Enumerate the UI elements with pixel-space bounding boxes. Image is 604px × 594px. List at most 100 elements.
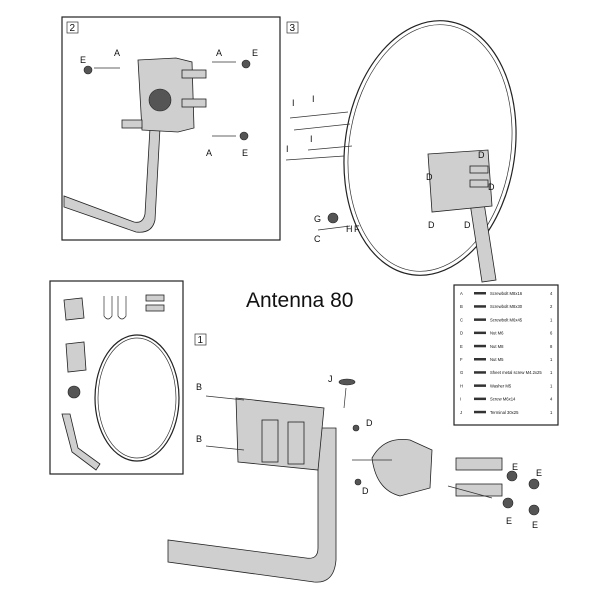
callout-d-3e: D: [464, 220, 471, 230]
callout-a-top-right: A: [216, 48, 222, 58]
parts-row-key: I: [460, 397, 461, 402]
assembly-arrow-2: [447, 485, 493, 499]
callout-h: H: [346, 224, 353, 234]
terminal-arrow: [343, 387, 347, 409]
callout-e-3: E: [506, 516, 512, 526]
callout-i-2: I: [312, 94, 315, 104]
callout-d-3c: D: [488, 182, 495, 192]
foot-plate-2: [121, 119, 143, 129]
step-2-number: 2: [70, 23, 76, 34]
parts-row-desc: Nut M8: [490, 344, 504, 349]
step-1-badge: [194, 333, 207, 346]
parts-row-key: J: [460, 410, 462, 415]
step-1-panel: 1 B B J D D E E E E: [167, 333, 542, 583]
kit-plate-2: [145, 304, 165, 312]
screw-i-4: [307, 145, 353, 151]
nut-e-2: [528, 478, 540, 490]
parts-row-desc: Screwbolt M6x45: [490, 317, 523, 322]
parts-row-icon: [474, 397, 486, 401]
clamp-plate-lower-2: [181, 98, 207, 108]
parts-row-desc: Terminal 30x25: [490, 410, 519, 415]
nut-e-3: [502, 497, 514, 509]
parts-row-qty: 8: [550, 344, 553, 349]
parts-row-icon: [474, 305, 486, 308]
kit-plate-1: [145, 294, 165, 302]
screw-c-3: [317, 225, 351, 231]
clamp-plate-3a: [469, 165, 489, 174]
nut-d-2: [354, 478, 362, 486]
parts-row-key: D: [460, 331, 463, 336]
parts-row-qty: 1: [550, 383, 553, 388]
parts-row-key: G: [460, 370, 463, 375]
nut-e-1: [506, 470, 518, 482]
parts-row-qty: 4: [550, 397, 553, 402]
callout-a-bottom: A: [206, 148, 212, 158]
parts-table-frame: [453, 284, 559, 426]
nut-e-left: [83, 65, 93, 75]
dish-reflector-3: [343, 20, 517, 276]
parts-row-icon: [474, 410, 486, 414]
parts-row-desc: Screwbolt M8x16: [490, 291, 523, 296]
callout-b-upper: B: [196, 382, 202, 392]
callout-b-lower: B: [196, 434, 202, 444]
step-3-badge: [286, 21, 299, 34]
screw-i-1: [289, 111, 349, 119]
step-3-panel: 3 I I I I D D D D D G H F C: [285, 20, 517, 283]
clamp-bracket-1: [235, 397, 325, 471]
step-1-number: 1: [198, 335, 204, 346]
callout-i-4: I: [286, 144, 289, 154]
callout-c: C: [314, 234, 321, 244]
screw-b-upper: [205, 395, 245, 401]
parts-row-desc: Washer M5: [490, 383, 512, 388]
callout-g: G: [314, 214, 321, 224]
screw-b-lower: [205, 445, 245, 451]
parts-row-qty: 4: [550, 291, 553, 296]
parts-row-icon: [474, 344, 486, 348]
clamp-plate-upper-1: [455, 457, 503, 471]
step-2-frame: [61, 16, 281, 241]
callout-a-top-left: A: [114, 48, 120, 58]
callout-i-1: I: [292, 98, 295, 108]
parts-row-desc: Screw M6x14: [490, 397, 516, 402]
parts-row-key: C: [460, 317, 463, 322]
screw-i-2: [293, 123, 351, 131]
parts-row-icon: [474, 331, 486, 335]
callout-e-top-right: E: [252, 48, 258, 58]
parts-row-qty: 1: [550, 357, 553, 362]
step-2-panel: 2 A E A E A E: [61, 16, 281, 241]
callout-d-1b: D: [362, 486, 369, 496]
pivot-assembly-1: [371, 439, 433, 497]
parts-row-icon: [474, 318, 486, 321]
step-2-badge: [66, 21, 79, 34]
bracket-3: [427, 149, 493, 213]
mounting-arm-2: [63, 127, 161, 233]
parts-row-qty: 1: [550, 410, 553, 415]
parts-row-desc: Nut M5: [490, 357, 504, 362]
parts-row-key: A: [460, 291, 463, 296]
kit-dish-inner: [97, 337, 177, 459]
parts-row-qty: 1: [550, 370, 553, 375]
nut-e-bottom: [239, 131, 249, 141]
parts-kit-panel: [49, 280, 184, 475]
parts-row-desc: Nut M6: [490, 331, 504, 336]
page-title: Antenna 80: [246, 289, 353, 312]
parts-row-key: B: [460, 304, 463, 309]
callout-d-3b: D: [426, 172, 433, 182]
parts-row-key: F: [460, 357, 463, 362]
clamp-plate-3b: [469, 179, 489, 188]
callout-f: F: [354, 224, 360, 234]
bracket-plate-right: [287, 421, 305, 465]
clamp-plate-lower-1: [455, 483, 503, 497]
parts-row-icon: [474, 358, 486, 361]
step-3-number: 3: [290, 23, 296, 34]
callout-e-bottom: E: [242, 148, 248, 158]
kit-clamp: [63, 297, 85, 321]
kit-bracket: [65, 341, 87, 373]
callout-e-4: E: [532, 520, 538, 530]
callout-e-top-left: E: [80, 55, 86, 65]
parts-row-qty: 2: [550, 304, 553, 309]
parts-kit-frame: [49, 280, 184, 475]
